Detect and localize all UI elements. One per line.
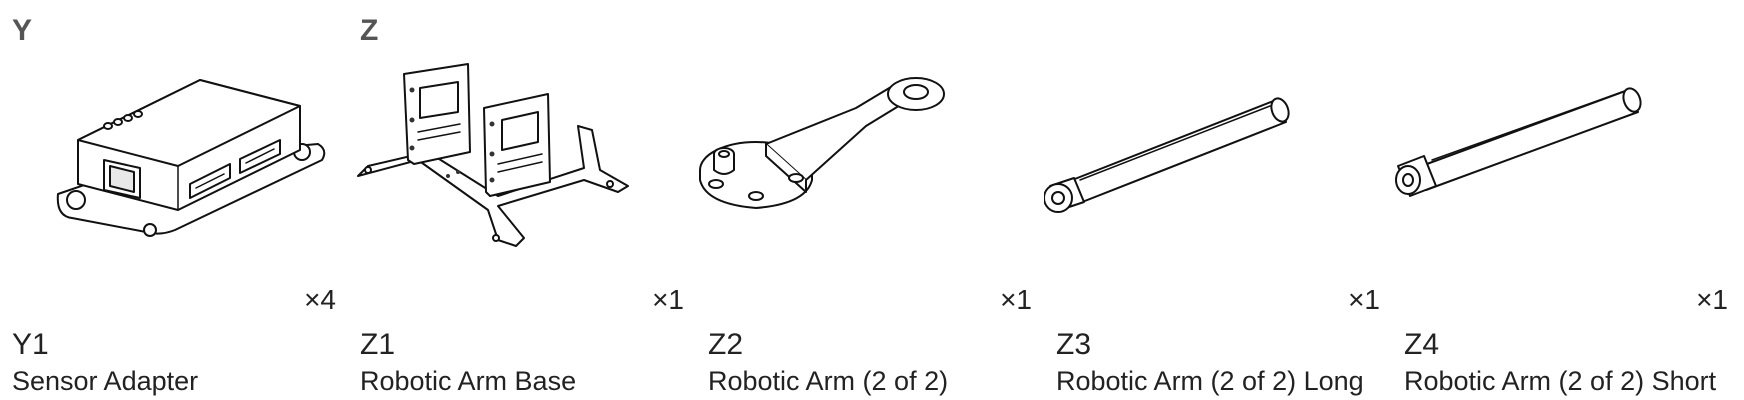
part-card-z4: ×1 Z4 Robotic Arm (2 of 2) Short	[1392, 0, 1740, 400]
part-quantity: ×4	[304, 284, 336, 315]
robotic-arm-base-icon	[357, 63, 629, 247]
short-rod-icon	[1395, 87, 1642, 197]
part-name: Sensor Adapter	[12, 366, 199, 396]
part-code: Y1	[12, 328, 49, 361]
part-name: Robotic Arm (2 of 2) Long	[1056, 366, 1364, 396]
part-code: Z3	[1056, 328, 1092, 361]
part-code: Z4	[1404, 328, 1440, 361]
part-code: Z1	[360, 328, 396, 361]
part-code: Z2	[708, 328, 744, 361]
part-card-y1: ×4 Y1 Sensor Adapter	[0, 0, 348, 400]
part-card-z1: ×1 Z1 Robotic Arm Base	[348, 0, 696, 400]
part-name: Robotic Arm Base	[360, 366, 577, 396]
long-rod-icon	[1044, 97, 1290, 213]
robotic-arm-link-icon	[699, 77, 945, 209]
part-card-z3: ×1 Z3 Robotic Arm (2 of 2) Long	[1044, 0, 1392, 400]
part-quantity: ×1	[1348, 284, 1380, 315]
group-letter-z: Z	[360, 14, 379, 47]
sensor-adapter-icon	[56, 79, 326, 237]
part-name: Robotic Arm (2 of 2)	[708, 366, 949, 396]
part-quantity: ×1	[652, 284, 684, 315]
part-quantity: ×1	[1000, 284, 1032, 315]
part-name: Robotic Arm (2 of 2) Short	[1404, 366, 1717, 396]
part-quantity: ×1	[1696, 284, 1728, 315]
part-card-z2: ×1 Z2 Robotic Arm (2 of 2)	[696, 0, 1044, 400]
group-letter-y: Y	[12, 14, 33, 47]
